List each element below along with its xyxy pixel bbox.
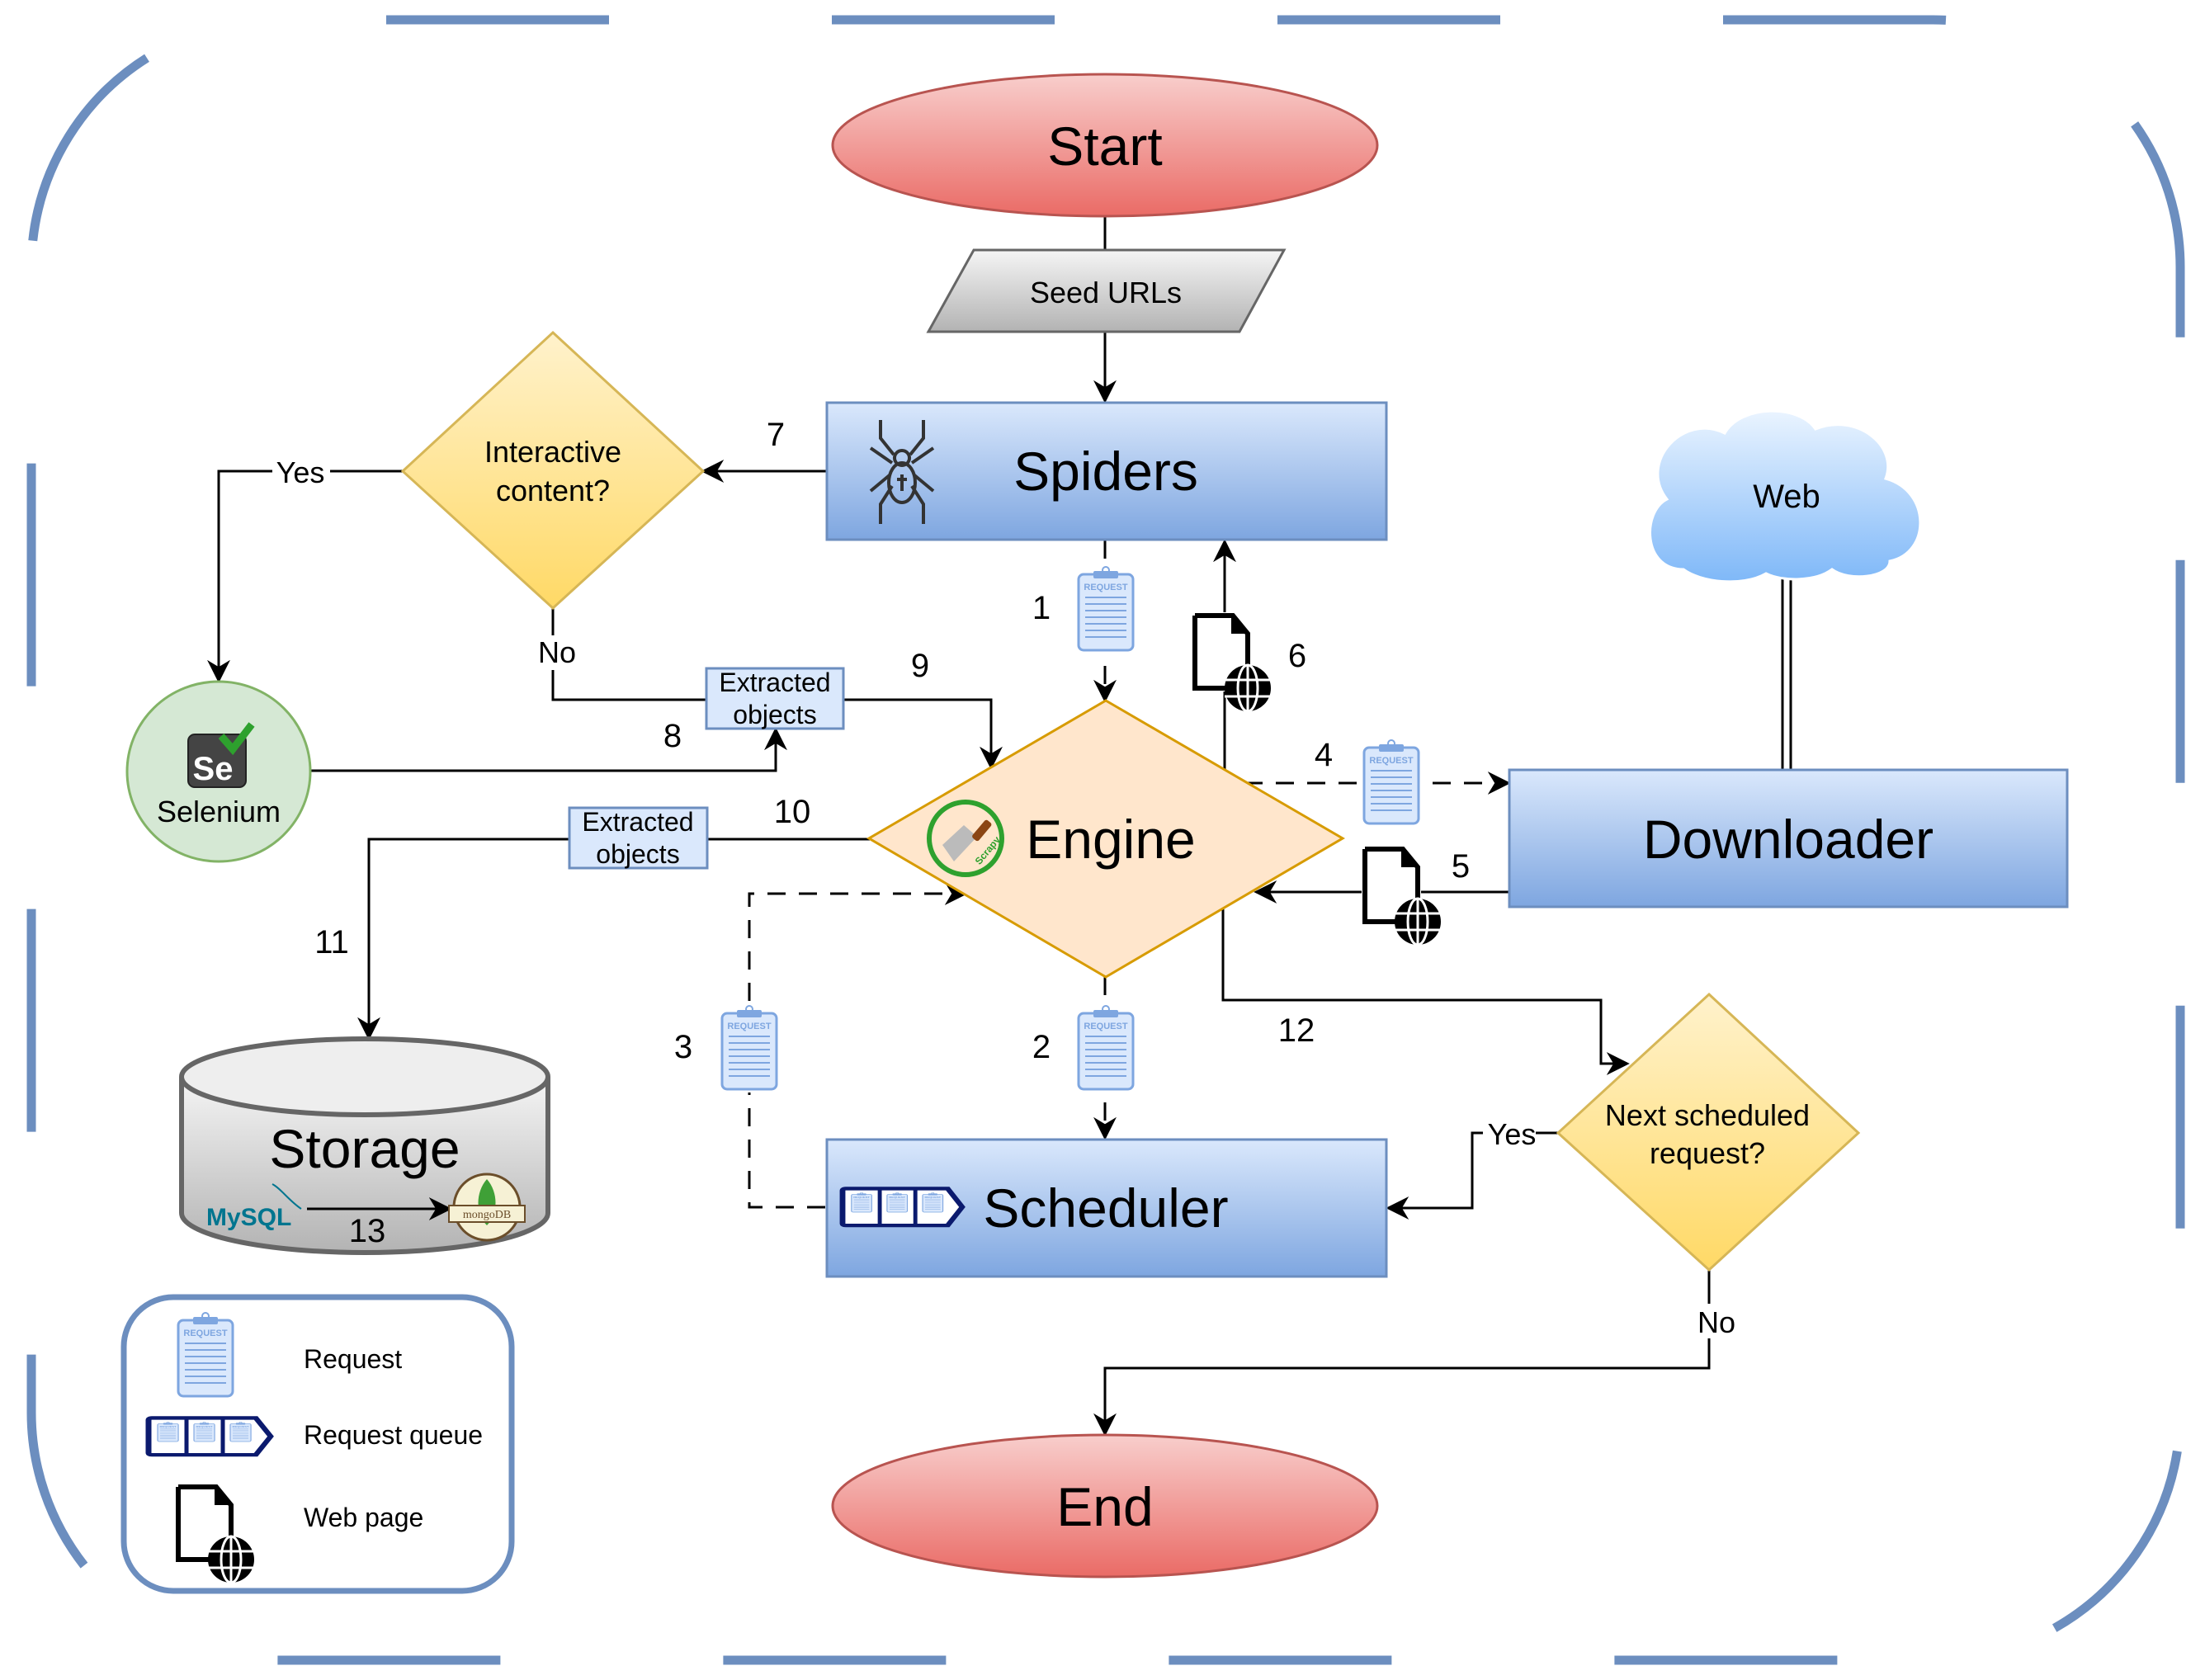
edge-1-label: 1	[1032, 590, 1051, 626]
request-queue-icon	[843, 1188, 962, 1225]
request-icon	[1075, 1004, 1136, 1092]
no-label-bg	[532, 635, 575, 670]
legend-request-queue-label: Request queue	[304, 1420, 483, 1450]
edge-4-label: 4	[1315, 737, 1333, 773]
seed-urls-node[interactable]: Seed URLs	[926, 248, 1287, 333]
request-icon	[1361, 739, 1422, 827]
edge-13-label: 13	[349, 1213, 386, 1249]
edge-2-label: 2	[1032, 1029, 1051, 1065]
yes-label-bg	[272, 454, 330, 488]
svg-text:Se: Se	[193, 751, 234, 787]
request-icon	[1075, 565, 1136, 654]
edge-9-label: 9	[911, 648, 929, 684]
spider-icon	[869, 420, 935, 524]
interactive-label-line1: Interactive	[484, 435, 621, 469]
next-no-label: No	[1697, 1305, 1735, 1339]
downloader-label: Downloader	[1643, 809, 1934, 870]
legend-request-icon	[177, 1311, 234, 1398]
storage-node[interactable]: Storage MySQL 13 mongoDB	[179, 1036, 550, 1255]
mysql-logo-icon: MySQL	[206, 1183, 302, 1231]
next-yes-bg	[1483, 1116, 1536, 1149]
next-request-line2: request?	[1650, 1136, 1765, 1170]
legend-request-queue-icon	[149, 1418, 271, 1455]
interactive-label-line2: content?	[496, 474, 610, 507]
storage-label: Storage	[269, 1118, 460, 1179]
web-page-icon	[1192, 612, 1271, 711]
edge-8	[310, 727, 787, 772]
edge-6-label: 6	[1288, 638, 1306, 674]
extracted-objects-upper[interactable]: Extracted objects	[705, 667, 845, 730]
svg-text:mongoDB: mongoDB	[463, 1209, 511, 1221]
edge-12-label: 12	[1278, 1012, 1315, 1049]
edge-5-label: 5	[1452, 848, 1470, 885]
web-page-icon	[1362, 846, 1441, 945]
svg-text:MySQL: MySQL	[206, 1204, 291, 1231]
downloader-node[interactable]: Downloader	[1508, 768, 2069, 908]
edge-12	[1221, 908, 1630, 1075]
engine-label: Engine	[1026, 809, 1196, 870]
edge-9	[843, 698, 1003, 770]
extracted-lower-line2: objects	[596, 839, 679, 869]
edge-next-no	[1093, 1270, 1711, 1437]
edge-interactive-yes	[207, 470, 403, 683]
scheduler-label: Scheduler	[983, 1177, 1228, 1239]
interactive-no-label: No	[538, 635, 576, 669]
scheduler-node[interactable]: Scheduler	[825, 1138, 1388, 1278]
legend: Request Request queue Web page	[120, 1294, 515, 1594]
start-label: Start	[1047, 116, 1162, 177]
web-cloud-node[interactable]: Web	[1649, 409, 1922, 583]
legend-web-page-label: Web page	[304, 1503, 423, 1532]
spiders-node[interactable]: Spiders	[825, 401, 1388, 541]
edge-10-label: 10	[774, 794, 811, 830]
extracted-upper-line1: Extracted	[719, 668, 830, 697]
next-yes-label: Yes	[1488, 1117, 1537, 1151]
edge-8-label: 8	[663, 718, 682, 754]
extracted-upper-line2: objects	[733, 700, 816, 729]
next-request-line1: Next scheduled	[1605, 1098, 1810, 1132]
selenium-node[interactable]: Se Selenium	[125, 680, 312, 863]
extracted-lower-line1: Extracted	[582, 807, 693, 837]
spiders-label: Spiders	[1013, 441, 1198, 502]
web-label: Web	[1753, 479, 1820, 515]
extracted-objects-lower[interactable]: Extracted objects	[568, 806, 709, 870]
next-no-bg	[1694, 1304, 1737, 1338]
edge-7-label: 7	[767, 417, 785, 453]
seed-urls-label: Seed URLs	[1030, 276, 1182, 309]
engine-node[interactable]: Scrapy Engine	[866, 699, 1345, 979]
interactive-yes-label: Yes	[276, 455, 325, 489]
end-node[interactable]: End	[831, 1433, 1379, 1579]
selenium-label: Selenium	[157, 795, 281, 828]
next-request-decision[interactable]: Next scheduled request?	[1556, 992, 1861, 1272]
mongodb-logo-icon: mongoDB	[448, 1173, 526, 1242]
start-node[interactable]: Start	[831, 73, 1379, 218]
interactive-content-decision[interactable]: Interactive content?	[400, 330, 706, 611]
legend-request-label: Request	[304, 1344, 402, 1374]
edge-11-label: 11	[314, 924, 349, 960]
request-icon	[719, 1004, 780, 1092]
edge-3-label: 3	[674, 1029, 692, 1065]
selenium-logo-icon: Se	[187, 722, 255, 788]
end-label: End	[1056, 1476, 1153, 1537]
